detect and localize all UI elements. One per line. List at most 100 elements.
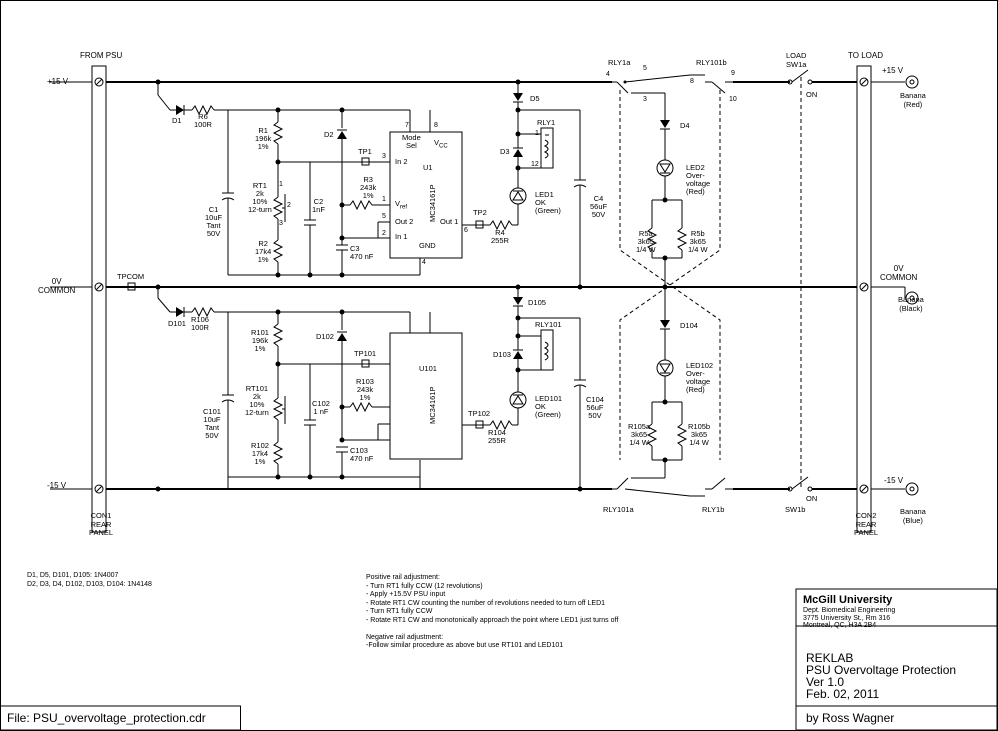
rt1-pin-2: 2: [287, 202, 291, 209]
c2-label: C2 1nF: [312, 197, 325, 214]
out1-label: Out 1: [440, 217, 459, 226]
rly101b-pin-8: 8: [690, 78, 694, 85]
r104-label: R104 255R: [488, 428, 506, 445]
r5a-label: R5a 3k65 1/4 W: [636, 229, 656, 254]
rly101b-pin-10: 10: [729, 96, 737, 103]
banana-jacks: [904, 75, 919, 496]
pin-6: 6: [464, 227, 468, 234]
r3-label: R3 243k 1%: [360, 175, 377, 200]
rly101b-label: RLY101b: [696, 58, 727, 67]
d4-label: D4: [680, 121, 690, 130]
to-load-label: TO LOAD: [848, 51, 883, 60]
led2-label: LED2 Over- voltage (Red): [686, 163, 711, 196]
ic-u1-label: MC34161P: [428, 184, 437, 222]
d105-label: D105: [528, 298, 546, 307]
on-label-bottom: ON: [806, 494, 818, 503]
tp2-label: TP2: [473, 208, 487, 217]
d3-label: D3: [500, 147, 510, 156]
power-rails: [50, 81, 905, 490]
c3-label: C3 470 nF: [350, 244, 374, 261]
rly101-label: RLY101: [535, 320, 562, 329]
tp1-label: TP1: [358, 147, 372, 156]
bottom-circuit: [155, 284, 813, 497]
d2-label: D2: [324, 130, 334, 139]
r105a-label: R105a 3k65 1/4 W: [628, 422, 651, 447]
gnd-label: GND: [419, 241, 436, 250]
file-box: [0, 705, 241, 731]
r1-label: R1 196k 1%: [255, 126, 272, 151]
rly1a-label: RLY1a: [608, 58, 631, 67]
tpcom-label: TPCOM: [117, 272, 145, 281]
pin-4: 4: [422, 259, 426, 266]
u101-label: U101: [419, 364, 437, 373]
out-neg-label: -15 V: [884, 476, 904, 485]
load-sw1a-label: LOAD SW1a: [786, 51, 807, 69]
rly1-label: RLY1: [537, 118, 556, 127]
banana-red-label: Banana (Red): [900, 91, 926, 109]
rail-common-label: 0V COMMON: [38, 277, 76, 295]
c1-label: C1 10uF Tant 50V: [205, 205, 223, 238]
on-label-top: ON: [806, 90, 818, 99]
r106-label: R106 100R: [191, 315, 209, 332]
project-info: REKLAB PSU Overvoltage Protection Ver 1.…: [806, 651, 957, 701]
banana-black-label: Banana (Black): [898, 295, 924, 313]
from-psu-label: FROM PSU: [80, 51, 123, 60]
d104-label: D104: [680, 321, 698, 330]
title-block: [795, 588, 998, 731]
dept-address: Dept. Biomedical Engineering 3775 Univer…: [803, 607, 896, 629]
sw1b-label: SW1b: [785, 505, 806, 514]
relay-pin-1: 1: [535, 130, 539, 137]
out-pos-label: +15 V: [882, 66, 904, 75]
r101-label: R101 196k 1%: [251, 328, 269, 353]
u1-label: U1: [423, 163, 433, 172]
adjustment-notes: Positive rail adjustment: - Turn RT1 ful…: [366, 574, 619, 649]
r5b-label: R5b 3k65 1/4 W: [688, 229, 708, 254]
c102-label: C102 1 nF: [312, 399, 330, 416]
rt1-pin-1: 1: [279, 181, 283, 188]
pin-1: 1: [382, 196, 386, 203]
rail-neg-label: -15 V: [47, 481, 67, 490]
pin-7: 7: [405, 122, 409, 129]
file-name: File: PSU_overvoltage_protection.cdr: [7, 711, 206, 725]
diode-notes: D1, D5, D101, D105: 1N4007 D2, D3, D4, D…: [27, 572, 152, 588]
in2-label: In 2: [395, 157, 408, 166]
top-circuit: [155, 69, 813, 487]
d102-label: D102: [316, 332, 334, 341]
d103-label: D103: [493, 350, 511, 359]
ic-u101-label: MC34161P: [428, 386, 437, 424]
out2-label: Out 2: [395, 217, 414, 226]
r4-label: R4 255R: [491, 228, 509, 245]
rly1b-label: RLY1b: [702, 505, 725, 514]
rt1-pin-3: 3: [279, 220, 283, 227]
led102-label: LED102 Over- voltage (Red): [686, 361, 714, 394]
c104-label: C104 56uF 50V: [586, 395, 604, 420]
d5-label: D5: [530, 94, 540, 103]
con1-panel: [91, 65, 107, 533]
con2-label: CON2 REAR PANEL: [854, 511, 879, 537]
vcc-label: VCC: [434, 138, 448, 150]
tp102-label: TP102: [468, 409, 491, 418]
pin-5: 5: [382, 213, 386, 220]
org-name: McGill University: [803, 594, 893, 606]
tp101-label: TP101: [354, 349, 377, 358]
con2-panel: [856, 65, 872, 533]
r103-label: R103 243k 1%: [356, 377, 374, 402]
led1-label: LED1 OK (Green): [535, 190, 561, 215]
out-common-label: 0V COMMON: [880, 264, 918, 282]
tpcom-testpoint: [127, 282, 136, 291]
rly101b-pin-9: 9: [731, 70, 735, 77]
vref-label: Vref: [395, 199, 408, 211]
pin-3: 3: [382, 153, 386, 160]
in1-label: In 1: [395, 232, 408, 241]
author: by Ross Wagner: [806, 711, 895, 725]
r6-label: R6 100R: [194, 112, 212, 129]
led101-label: LED101 OK (Green): [535, 394, 563, 419]
mode-sel-label: Mode Sel: [402, 133, 421, 150]
banana-blue-label: Banana (Blue): [900, 507, 926, 525]
c103-label: C103 470 nF: [350, 446, 374, 463]
relay-pin-12: 12: [531, 161, 539, 168]
con1-label: CON1 REAR PANEL: [89, 511, 114, 537]
rly1a-pin-4: 4: [606, 71, 610, 78]
rly1a-pin-5: 5: [643, 65, 647, 72]
